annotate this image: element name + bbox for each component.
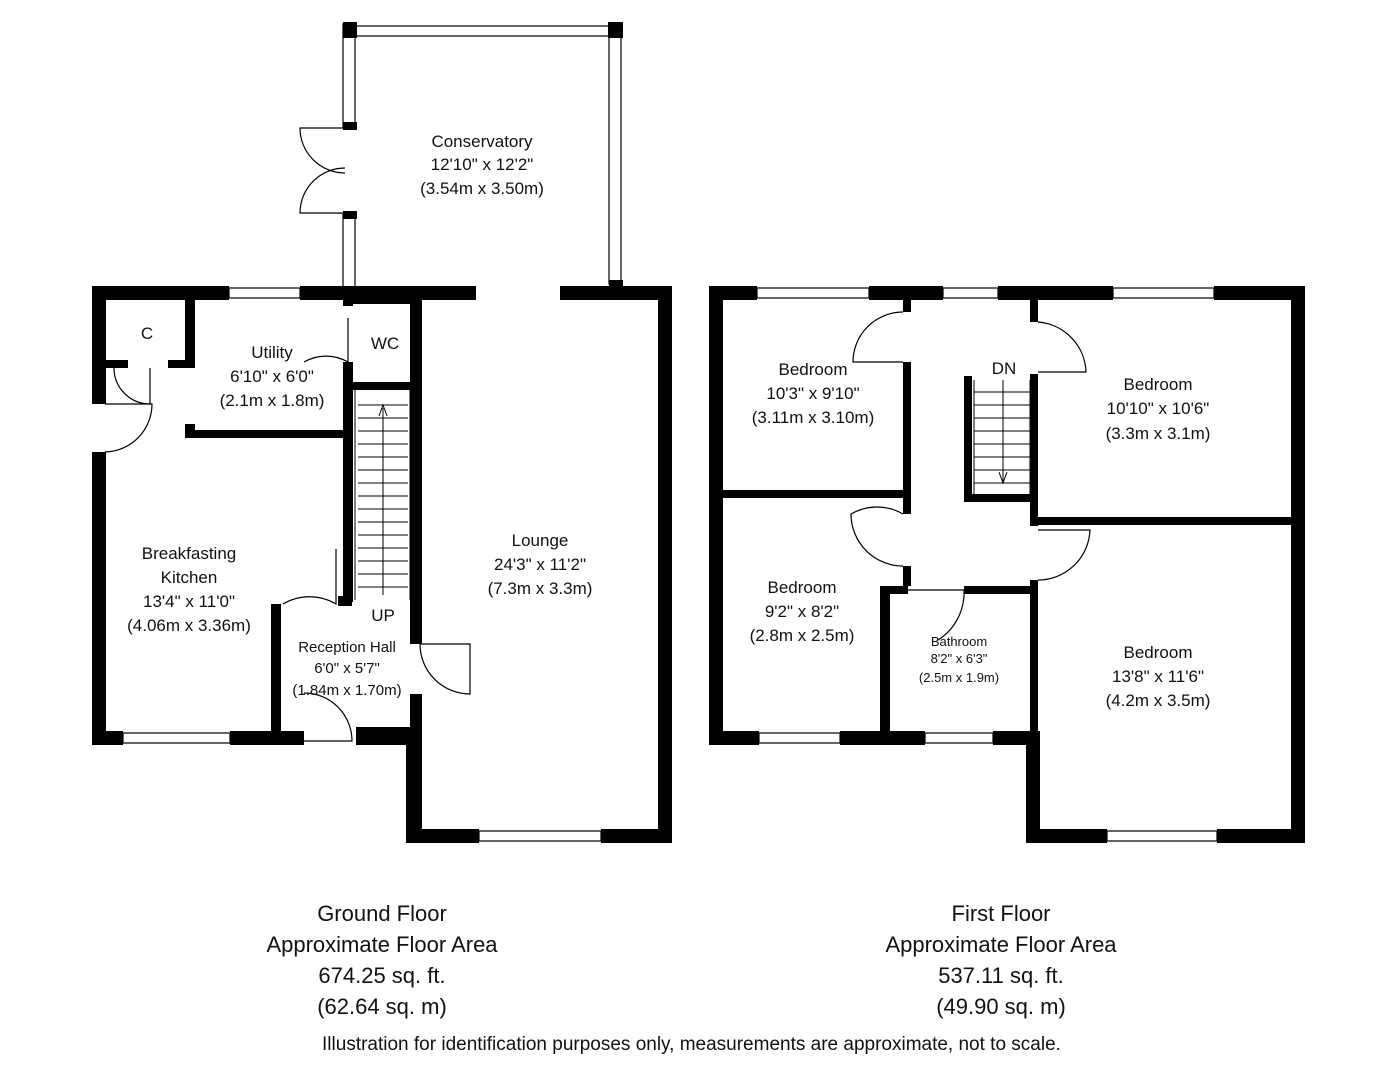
bedroom-2-door (1037, 321, 1087, 373)
bathroom-window (924, 732, 994, 744)
reception-hall-imperial: 6'0" x 5'7" (314, 660, 380, 677)
ground-floor-area-sqft: 674.25 sq. ft. (318, 963, 446, 988)
wall (92, 286, 229, 300)
utility-name: Utility (251, 343, 293, 362)
conservatory-door-lower (299, 167, 346, 214)
first-floor-area-caption: Approximate Floor Area (885, 932, 1117, 957)
conservatory-imperial: 12'10" x 12'2" (431, 155, 534, 174)
ground-floor-area-sqm: (62.64 sq. m) (317, 994, 447, 1019)
kitchen-hall-door (282, 549, 337, 606)
bedroom-2-metric: (3.3m x 3.1m) (1106, 424, 1211, 443)
store-door (113, 367, 151, 405)
reception-hall-metric: (1.84m x 1.70m) (292, 682, 401, 699)
ground-floor-area-caption: Approximate Floor Area (266, 932, 498, 957)
ground-stairs (354, 390, 411, 600)
landing-window (942, 287, 999, 299)
bedroom-1-imperial: 10'3" x 9'10" (766, 384, 859, 403)
bathroom-door (908, 589, 965, 641)
ground-stairs-label: UP (371, 606, 395, 625)
bedroom-4-metric: (4.2m x 3.5m) (1106, 691, 1211, 710)
bedroom-2-name: Bedroom (1124, 375, 1193, 394)
lounge-window (478, 830, 602, 842)
bathroom-name: Bathroom (931, 634, 987, 649)
bedroom-2-window (1112, 287, 1215, 299)
kitchen-name-line2: Kitchen (161, 568, 218, 587)
lounge-door (419, 643, 471, 695)
front-door (303, 692, 353, 742)
lounge-imperial: 24'3" x 11'2" (494, 555, 586, 574)
bedroom-3-metric: (2.8m x 2.5m) (750, 626, 855, 645)
utility-metric: (2.1m x 1.8m) (220, 391, 325, 410)
lounge-name: Lounge (512, 531, 569, 550)
bedroom-3-door (850, 506, 904, 567)
first-floor-stairs (973, 380, 1031, 494)
bedroom-4-name: Bedroom (1124, 643, 1193, 662)
first-floor-area-sqm: (49.90 sq. m) (936, 994, 1066, 1019)
conservatory-window-top (354, 25, 611, 37)
bedroom-1-metric: (3.11m x 3.10m) (752, 408, 875, 427)
ground-floor-summary: Ground Floor Approximate Floor Area 674.… (232, 898, 532, 1022)
bedroom-3-window (758, 732, 841, 744)
kitchen-name-line1: Breakfasting (142, 544, 237, 563)
conservatory-door-upper (299, 127, 346, 174)
bedroom-3-imperial: 9'2" x 8'2" (765, 602, 839, 621)
reception-hall-name: Reception Hall (298, 639, 396, 656)
conservatory-window-left-top (342, 23, 356, 129)
bedroom-4-window (1106, 830, 1218, 842)
wc-name: WC (371, 334, 399, 353)
lounge-metric: (7.3m x 3.3m) (488, 579, 593, 598)
bedroom-1-window (756, 287, 870, 299)
utility-window (228, 287, 301, 299)
kitchen-window (122, 732, 231, 744)
first-floor-plan: Bedroom 10'3" x 9'10" (3.11m x 3.10m) DN… (709, 286, 1305, 843)
kitchen-metric: (4.06m x 3.36m) (127, 616, 251, 635)
conservatory-window-right (608, 35, 622, 285)
ground-floor-title: Ground Floor (317, 901, 447, 926)
wc-door (303, 318, 349, 364)
bedroom-4-imperial: 13'8" x 11'6" (1112, 667, 1204, 686)
conservatory-metric: (3.54m x 3.50m) (420, 179, 544, 198)
bedroom-4-door (1037, 529, 1091, 581)
first-floor-stairs-label: DN (992, 359, 1017, 378)
first-floor-area-sqft: 537.11 sq. ft. (938, 963, 1064, 988)
bathroom-imperial: 8'2" x 6'3" (931, 651, 988, 666)
conservatory-name: Conservatory (431, 132, 533, 151)
bedroom-3-name: Bedroom (768, 578, 837, 597)
kitchen-imperial: 13'4" x 11'0" (143, 592, 235, 611)
bedroom-2-imperial: 10'10" x 10'6" (1107, 399, 1210, 418)
utility-imperial: 6'10" x 6'0" (230, 367, 314, 386)
first-floor-title: First Floor (951, 901, 1051, 926)
conservatory-window-left-bottom (342, 212, 356, 292)
ground-floor-plan: Conservatory 12'10" x 12'2" (3.54m x 3.5… (92, 22, 672, 843)
bedroom-1-name: Bedroom (779, 360, 848, 379)
kitchen-side-door (104, 403, 153, 453)
bedroom-1-door (852, 311, 904, 363)
bathroom-metric: (2.5m x 1.9m) (919, 670, 999, 685)
disclaimer: Illustration for identification purposes… (322, 1034, 1061, 1055)
first-floor-summary: First Floor Approximate Floor Area 537.1… (850, 898, 1152, 1022)
store-name: C (141, 324, 153, 343)
